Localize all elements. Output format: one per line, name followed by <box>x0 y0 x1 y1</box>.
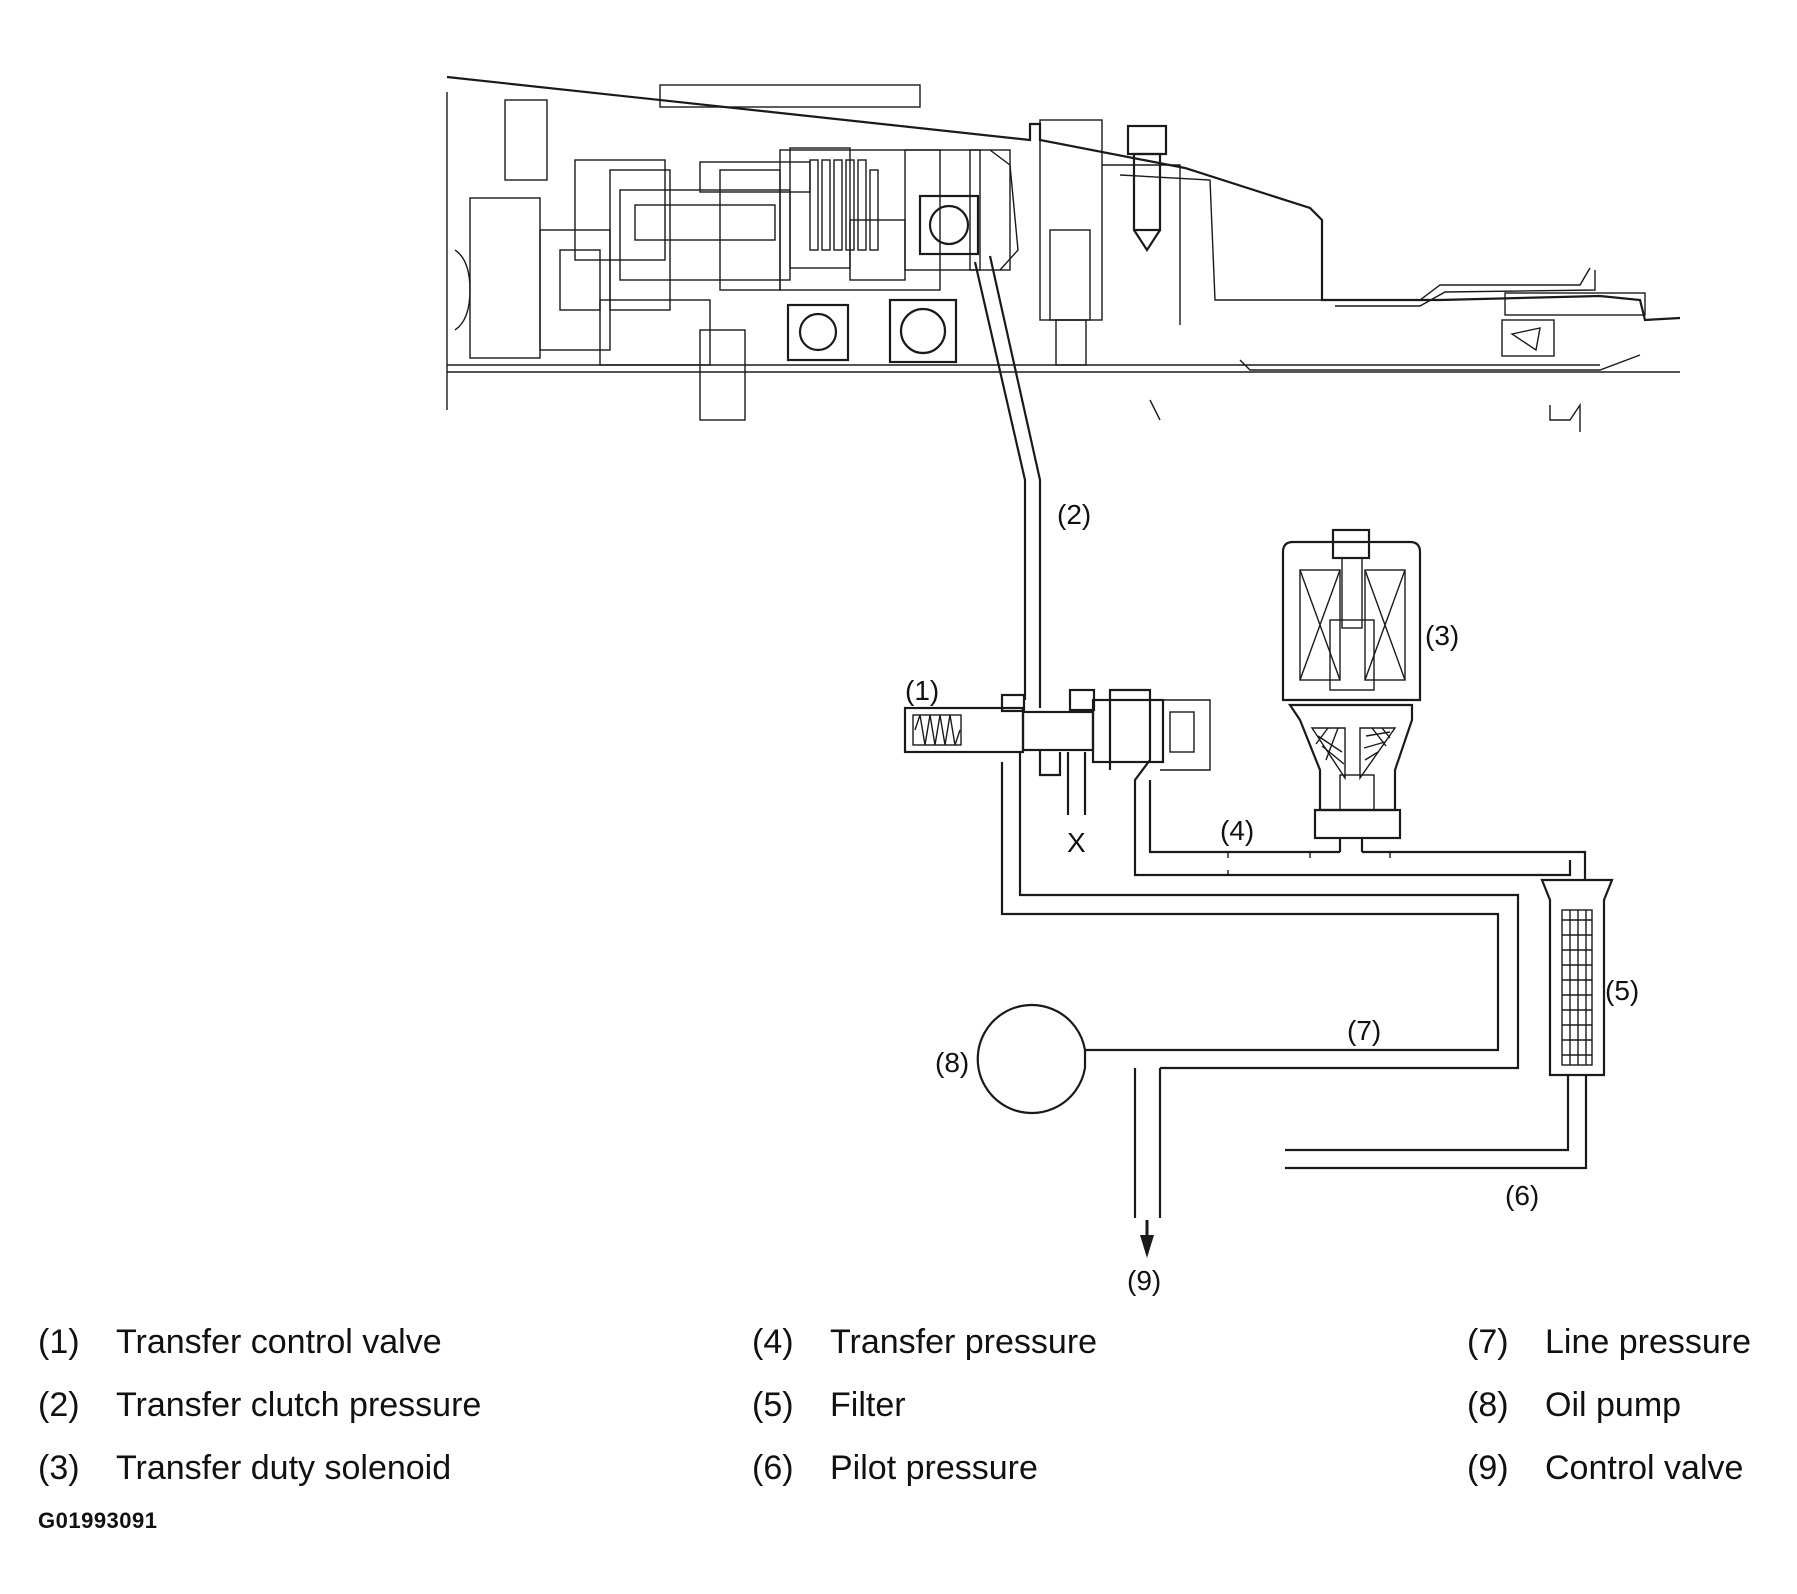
callout-2: (2) <box>1057 499 1091 530</box>
transfer-pressure-line <box>1133 780 1587 880</box>
callout-1: (1) <box>905 675 939 706</box>
legend-text: Filter <box>830 1386 906 1424</box>
flow-arrow-icon <box>1140 1235 1154 1258</box>
transmission-housing-section <box>446 75 1681 432</box>
control-valve-outlet <box>1133 1068 1162 1258</box>
legend-number: (5) <box>752 1386 794 1424</box>
solenoid-mesh <box>1310 727 1397 781</box>
callout-5: (5) <box>1605 975 1639 1006</box>
transfer-clutch-pressure-line <box>973 255 1042 708</box>
transfer-duty-solenoid <box>1281 528 1422 852</box>
bearing-lower-left <box>786 303 850 362</box>
legend-text: Line pressure <box>1545 1323 1752 1361</box>
legend-number: (9) <box>1467 1449 1509 1487</box>
legend-number: (7) <box>1467 1323 1509 1361</box>
legend-text: Transfer control valve <box>116 1323 442 1361</box>
legend-text: Transfer duty solenoid <box>116 1449 452 1487</box>
callout-9: (9) <box>1127 1265 1161 1296</box>
line-pressure-line <box>1000 752 1520 1070</box>
drain-marker: X <box>1067 827 1086 858</box>
legend-number: (3) <box>38 1449 80 1487</box>
pilot-pressure-line <box>1285 1075 1588 1170</box>
legend-text: Oil pump <box>1545 1386 1682 1424</box>
legend-number: (2) <box>38 1386 80 1424</box>
legend-text: Transfer pressure <box>830 1323 1098 1361</box>
callout-7: (7) <box>1347 1015 1381 1046</box>
callout-8: (8) <box>935 1047 969 1078</box>
legend-text: Transfer clutch pressure <box>116 1386 482 1424</box>
clutch-pack <box>809 159 879 251</box>
callout-6: (6) <box>1505 1180 1539 1211</box>
callout-4: (4) <box>1220 815 1254 846</box>
legend-number: (8) <box>1467 1386 1509 1424</box>
legend-number: (6) <box>752 1449 794 1487</box>
bearing-upper <box>918 194 980 256</box>
bearing-lower-right <box>888 298 958 364</box>
legend-text: Pilot pressure <box>830 1449 1038 1487</box>
transfer-control-valve <box>903 688 1211 815</box>
figure-id: G01993091 <box>38 1508 158 1533</box>
bolt <box>1126 124 1168 253</box>
filter <box>1540 878 1614 1077</box>
oil-pump <box>976 1003 1087 1115</box>
legend-number: (1) <box>38 1323 80 1361</box>
legend: (1) Transfer control valve (2) Transfer … <box>0 1300 1797 1520</box>
legend-number: (4) <box>752 1323 794 1361</box>
callout-3: (3) <box>1425 620 1459 651</box>
legend-text: Control valve <box>1545 1449 1744 1487</box>
